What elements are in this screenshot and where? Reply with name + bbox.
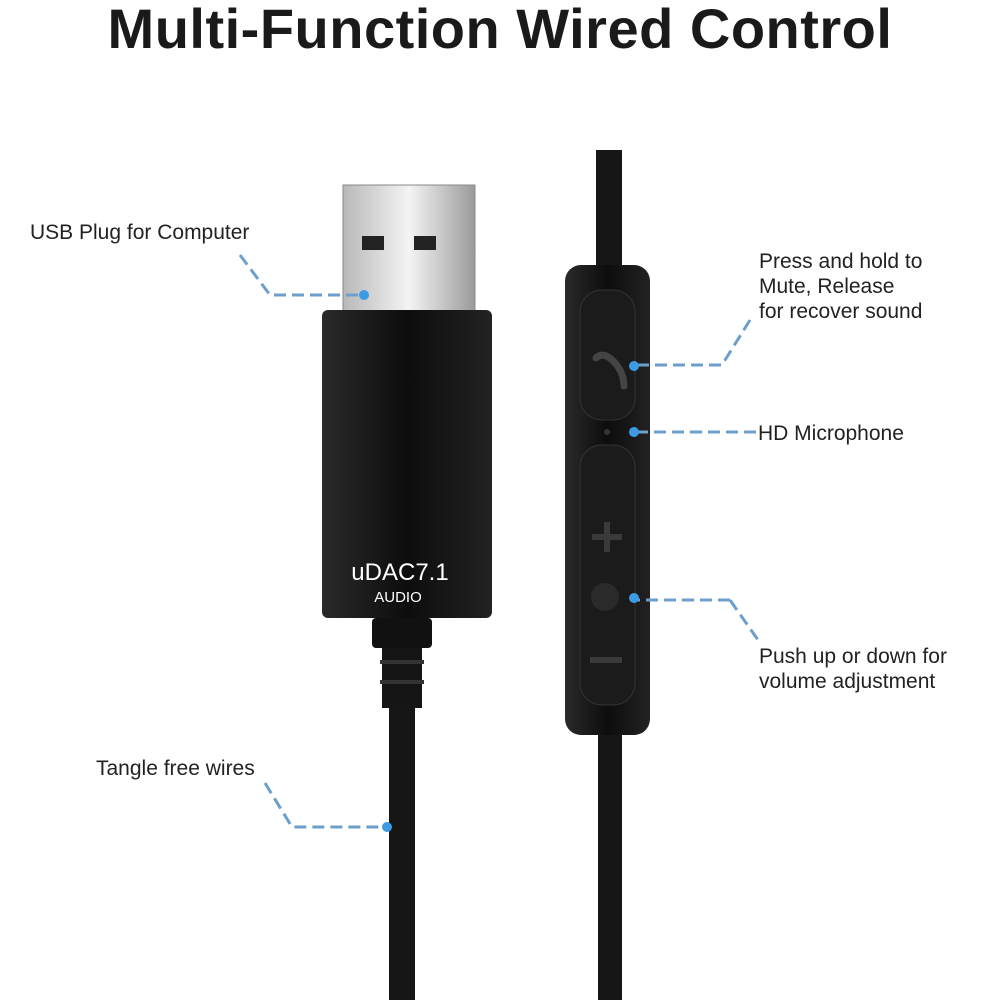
plus-icon bbox=[592, 522, 622, 552]
audio-text: AUDIO bbox=[374, 589, 422, 606]
microphone-hole bbox=[604, 429, 610, 435]
callout-line: Mute, Release bbox=[759, 275, 895, 298]
callout-lines bbox=[238, 254, 760, 829]
usb-plug: uDAC7.1 AUDIO bbox=[322, 184, 492, 1000]
inline-remote bbox=[565, 150, 650, 1000]
brand-text: uDAC7.1 bbox=[351, 559, 448, 586]
volume-rocker bbox=[591, 583, 619, 611]
page-title: Multi-Function Wired Control bbox=[107, 0, 893, 60]
callout-line: Push up or down for bbox=[759, 645, 947, 668]
callout-line: Press and hold to bbox=[759, 250, 923, 273]
callout-mute: Press and hold to Mute, Release for reco… bbox=[759, 249, 922, 324]
callout-line: for recover sound bbox=[759, 300, 923, 323]
callout-volume: Push up or down for volume adjustment bbox=[759, 644, 947, 694]
callout-line: volume adjustment bbox=[759, 670, 936, 693]
callout-usb-plug: USB Plug for Computer bbox=[30, 221, 250, 244]
callout-wires: Tangle free wires bbox=[96, 757, 255, 780]
callout-microphone: HD Microphone bbox=[758, 422, 904, 445]
callout-dots bbox=[359, 290, 639, 832]
phone-icon bbox=[592, 351, 628, 390]
